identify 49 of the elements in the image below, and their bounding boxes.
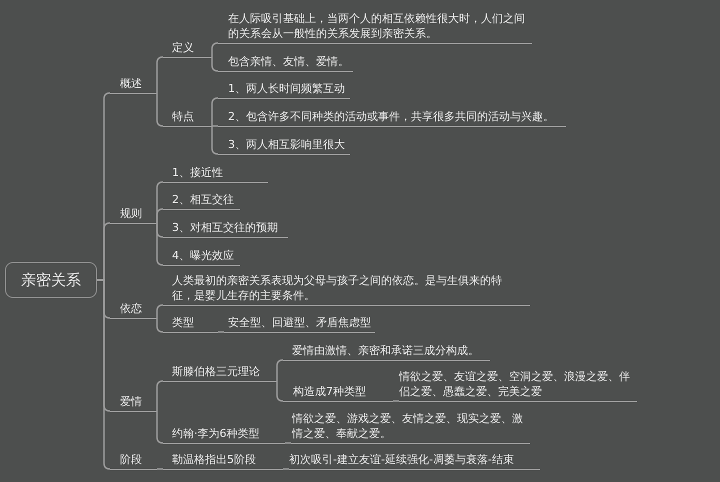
branch-line (211, 57, 219, 72)
branch-line (393, 400, 399, 402)
underlined-topic: 1、接近性 (163, 164, 268, 183)
branch-line (156, 318, 164, 333)
underlined-topic: 勒温格指出5阶段 (163, 452, 283, 470)
underlined-topic: 4、曝光效应 (163, 248, 240, 266)
branch-line (156, 380, 164, 411)
underlined-topic: 概述 (110, 76, 157, 94)
branch-line (211, 126, 219, 155)
branch-line (212, 125, 218, 127)
underlined-topic: 约翰·李为6种类型 (163, 426, 285, 444)
branch-line (156, 93, 164, 127)
underlined-topic: 依恋 (110, 300, 157, 319)
underlined-topic: 安全型、回避型、矛盾焦虑型 (224, 314, 375, 333)
underlined-topic: 3、两人相互影响里很大 (218, 136, 350, 155)
branch-line (97, 279, 111, 470)
underlined-topic: 3、对相互交往的预期 (163, 220, 288, 238)
branch-line (211, 97, 219, 126)
underlined-topic: 特点 (163, 108, 212, 127)
underlined-topic: 规则 (110, 206, 157, 224)
underlined-topic: 阶段 (110, 452, 157, 470)
underlined-topic: 包含亲情、友情、爱情。 (218, 54, 353, 72)
branch-line (285, 442, 291, 444)
underlined-topic: 2、包含许多不同种类的活动或事件，共享很多共同的活动与兴趣。 (218, 108, 566, 127)
branch-line (218, 331, 224, 333)
branch-line (156, 208, 164, 223)
underlined-topic: 2、相互交往 (163, 192, 240, 210)
underlined-topic: 定义 (163, 40, 212, 58)
central-topic: 亲密关系 (5, 262, 97, 298)
branch-line (283, 468, 289, 470)
branch-line (156, 304, 164, 318)
branch-line (276, 359, 284, 381)
underlined-topic: 斯滕伯格三元理论 (163, 364, 277, 382)
underlined-topic: 构造成7种类型 (283, 384, 393, 402)
branch-line (276, 381, 284, 402)
underlined-topic: 爱情由激情、亲密和承诺三成分构成。 (283, 342, 490, 361)
underlined-topic: 1、两人长时间频繁互动 (218, 80, 350, 99)
branch-line (156, 411, 164, 444)
underlined-topic: 类型 (163, 314, 218, 333)
branch-line (157, 468, 163, 470)
underlined-topic: 爱情 (110, 394, 157, 412)
underlined-topic: 初次吸引-建立友谊-延续强化-凋萎与衰落-结束 (289, 452, 540, 470)
branch-line (156, 56, 164, 93)
underlined-topic: 情欲之爱、游戏之爱、友情之爱、现实之爱、激情之爱、奉献之爱。 (291, 410, 530, 444)
underlined-topic: 情欲之爱、友谊之爱、空洞之爱、浪漫之爱、伴侣之爱、愚蠢之爱、完美之爱 (399, 368, 637, 402)
branch-line (211, 42, 219, 57)
underlined-topic: 在人际吸引基础上，当两个人的相互依赖性很大时，人们之间的关系会从一般性的关系发展到亲密关系。 (218, 10, 532, 44)
branch-line (156, 223, 164, 266)
underlined-topic: 人类最初的亲密关系表现为父母与孩子之间的依恋。是与生俱来的特征，是婴儿生存的主要条件。 (163, 272, 530, 306)
